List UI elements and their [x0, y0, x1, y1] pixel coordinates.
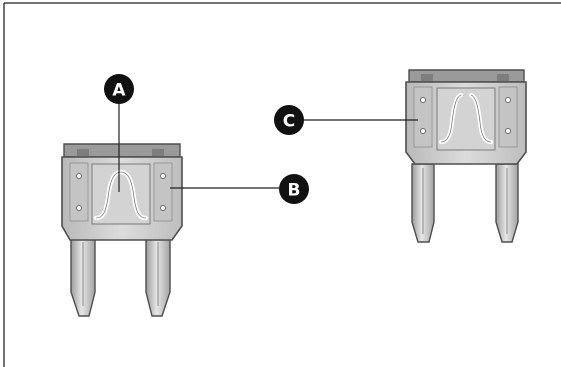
callout-a-badge: [104, 74, 134, 104]
callout-a-label: A: [112, 81, 126, 101]
callout-b: B: [279, 174, 309, 204]
mini-blade-fuse-intact-icon: [61, 143, 183, 317]
callout-c: C: [274, 105, 304, 135]
callout-c-badge: [274, 105, 304, 135]
mini-blade-fuse-blown-icon: [405, 69, 527, 243]
callout-c-label: C: [283, 112, 295, 132]
callout-b-badge: [279, 174, 309, 204]
callout-b-label: B: [288, 181, 301, 201]
callout-a: A: [104, 74, 134, 104]
